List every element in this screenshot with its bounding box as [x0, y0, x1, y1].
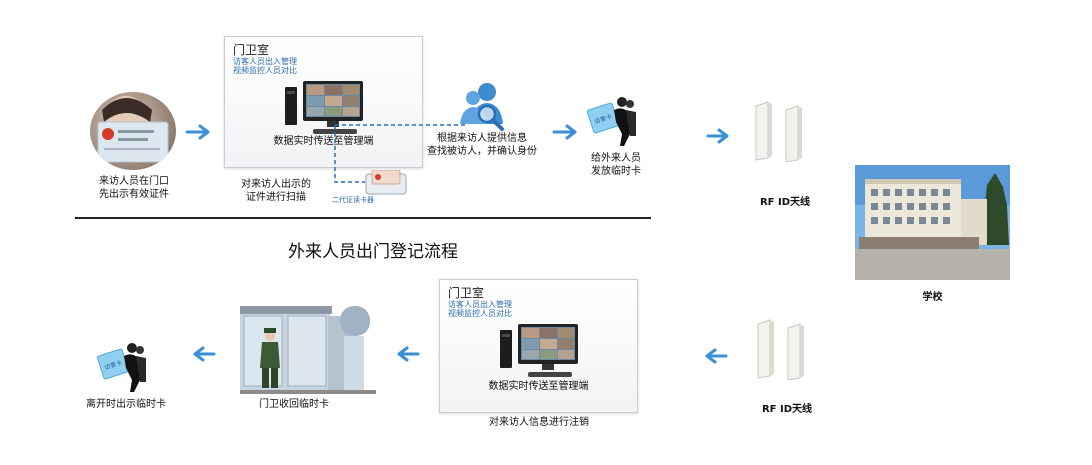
arrow-right-icon	[552, 124, 577, 140]
rfid-antenna-icon	[755, 101, 802, 162]
guard-booth-image	[240, 306, 376, 394]
search-caption: 根据来访人提供信息 查找被访人，并确认身份	[427, 133, 537, 157]
section-divider	[75, 217, 651, 219]
page-title: 外来人员出门登记流程	[288, 242, 458, 262]
guard-room-box-top: 门卫室 访客人员出入管理 视频监控人员对比 数据实时传送至管理端	[224, 36, 423, 168]
guard-room-box-bottom: 门卫室 访客人员出入管理 视频监控人员对比 数据实时传送至管理端	[439, 279, 638, 413]
guard-room-line2: 视频监控人员对比	[233, 66, 297, 75]
guard-room-title: 门卫室	[233, 43, 270, 57]
guard-room-title: 门卫室	[448, 286, 485, 300]
card-reader-icon	[365, 170, 407, 195]
school-photo	[855, 165, 1010, 280]
computer-icon	[285, 81, 363, 134]
guard-room-caption: 数据实时传送至管理端	[273, 136, 374, 147]
people-search-icon	[460, 83, 504, 131]
leave-caption: 离开时出示临时卡	[86, 399, 166, 410]
guard-room-line1: 访客人员出入管理	[233, 57, 297, 66]
guard-room-line1: 访客人员出入管理	[448, 300, 512, 309]
arrow-left-icon	[705, 348, 728, 364]
arrow-left-icon	[397, 346, 420, 362]
arrow-right-icon	[185, 124, 210, 140]
rfid-top-caption: RF ID天线	[759, 197, 811, 208]
rfid-antenna-icon	[757, 319, 804, 380]
guard-room-caption: 数据实时传送至管理端	[488, 381, 589, 392]
cancel-caption: 对来访人信息进行注销	[489, 417, 589, 428]
scan-caption: 对来访人出示的 证件进行扫描	[241, 179, 311, 203]
issue-card-caption: 给外来人员 发放临时卡	[591, 153, 641, 177]
school-caption: 学校	[922, 292, 943, 303]
computer-icon	[500, 324, 578, 377]
card-reader-label: 二代证读卡器	[332, 196, 374, 204]
visitor-card-icon	[96, 343, 146, 392]
collect-caption: 门卫收回临时卡	[259, 399, 329, 410]
visitor-id-caption: 来访人员在门口 先出示有效证件	[99, 176, 169, 200]
visitor-id-photo	[90, 92, 176, 170]
rfid-bottom-caption: RF ID天线	[761, 404, 813, 415]
guard-room-line2: 视频监控人员对比	[448, 309, 512, 318]
dashed-connector	[334, 124, 465, 183]
arrow-right-icon	[706, 128, 729, 144]
visitor-card-icon	[586, 97, 636, 146]
arrow-left-icon	[193, 346, 216, 362]
